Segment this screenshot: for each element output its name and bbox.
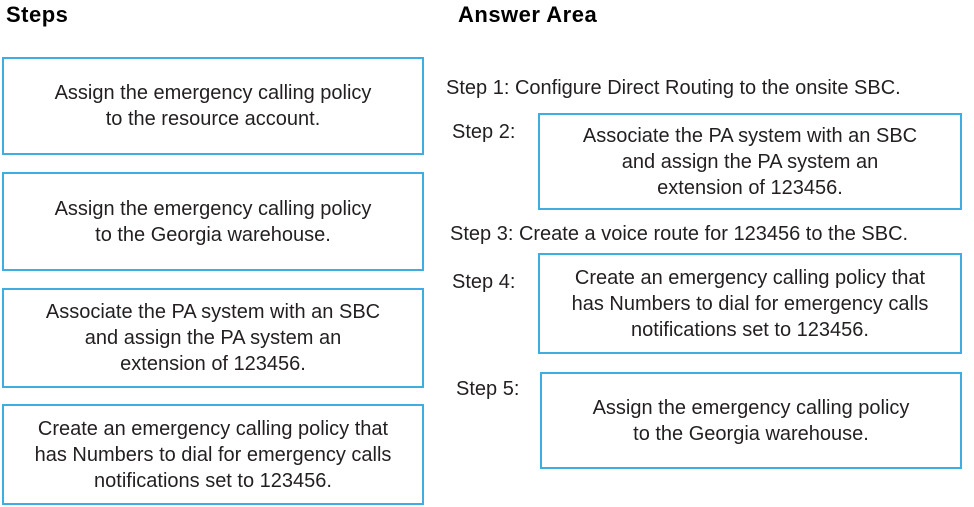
text-line: has Numbers to dial for emergency calls [571,292,929,315]
step-4-label: Step 4: [452,271,516,293]
text-line: and assign the PA system an [621,150,879,173]
text-line: to the Georgia warehouse. [633,422,869,445]
answer-step-4-text: Create an emergency calling policy that … [572,265,929,343]
answer-step-5-text: Assign the emergency calling policy to t… [593,395,910,447]
step-option-text: Create an emergency calling policy that … [35,416,392,494]
text-line: extension of 123456. [657,176,843,199]
step-2-label: Step 2: [452,121,516,143]
answer-step-5-box[interactable]: Assign the emergency calling policy to t… [540,372,962,469]
step-option-resource-account[interactable]: Assign the emergency calling policy to t… [2,57,424,155]
step-option-text: Assign the emergency calling policy to t… [55,80,372,132]
text-line: Assign the emergency calling policy [592,396,910,419]
step-option-create-emergency-policy[interactable]: Create an emergency calling policy that … [2,404,424,505]
step-option-associate-pa-system[interactable]: Associate the PA system with an SBC and … [2,288,424,388]
text-line: extension of 123456. [120,353,306,375]
text-line: Associate the PA system with an SBC [582,124,918,147]
text-line: to the Georgia warehouse. [95,223,331,246]
answer-step-2-text: Associate the PA system with an SBC and … [583,123,917,201]
answer-step-3: Step 3: Create a voice route for 123456 … [450,223,908,246]
step-5-label: Step 5: [456,378,520,400]
step-1-text: Configure Direct Routing to the onsite S… [514,77,901,99]
answer-step-2-box[interactable]: Associate the PA system with an SBC and … [538,113,962,210]
text-line: Create an emergency calling policy that [574,266,926,289]
step-3-label: Step 3: [450,223,514,245]
answer-step-1: Step 1: Configure Direct Routing to the … [446,77,901,100]
text-line: notifications set to 123456. [631,318,869,341]
step-1-label: Step 1: [446,77,510,99]
text-line: Assign the emergency calling policy [54,82,372,104]
text-line: and assign the PA system an [84,327,342,349]
text-line: has Numbers to dial for emergency calls [34,443,392,466]
text-line: Create an emergency calling policy that [37,417,389,440]
text-line: Associate the PA system with an SBC [45,301,381,323]
step-option-text: Associate the PA system with an SBC and … [46,299,380,377]
step-option-georgia-warehouse[interactable]: Assign the emergency calling policy to t… [2,172,424,271]
step-option-text: Assign the emergency calling policy to t… [55,196,372,248]
text-line: Assign the emergency calling policy [54,197,372,220]
steps-heading: Steps [6,2,69,27]
answer-step-4-box[interactable]: Create an emergency calling policy that … [538,253,962,354]
step-3-text: Create a voice route for 123456 to the S… [518,223,909,245]
text-line: notifications set to 123456. [94,469,332,492]
answer-area-heading: Answer Area [458,2,598,27]
text-line: to the resource account. [105,108,321,130]
